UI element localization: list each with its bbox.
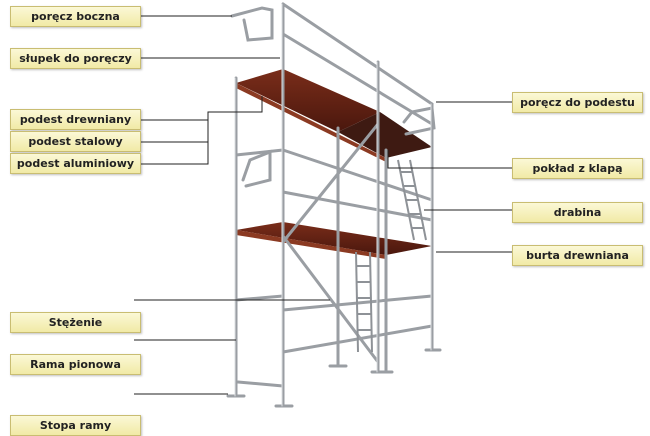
leader-lines: [134, 15, 512, 395]
label-porecz-boczna: poręcz boczna: [10, 6, 141, 27]
lower-deck: [236, 222, 432, 259]
label-podest-drewniany: podest drewniany: [10, 109, 141, 130]
label-drabina: drabina: [512, 202, 643, 223]
label-porecz-do-podestu: poręcz do podestu: [512, 92, 643, 113]
scaffold-frame-highlight: [234, 3, 432, 407]
label-rama-pionowa: Rama pionowa: [10, 354, 141, 375]
label-slupek-do-poreczy: słupek do poręczy: [10, 48, 141, 69]
scaffold-frame: [226, 2, 442, 408]
label-burta-drewniana: burta drewniana: [512, 245, 643, 266]
scaffold-diagram: [134, 2, 512, 408]
label-podest-stalowy: podest stalowy: [10, 131, 141, 152]
label-stezenie: Stężenie: [10, 312, 141, 333]
label-poklad-z-klapa: pokład z klapą: [512, 158, 643, 179]
ladders: [355, 159, 427, 353]
label-stopa-ramy: Stopa ramy: [10, 415, 141, 436]
label-podest-aluminiowy: podest aluminiowy: [10, 153, 141, 174]
upper-deck: [236, 69, 432, 162]
